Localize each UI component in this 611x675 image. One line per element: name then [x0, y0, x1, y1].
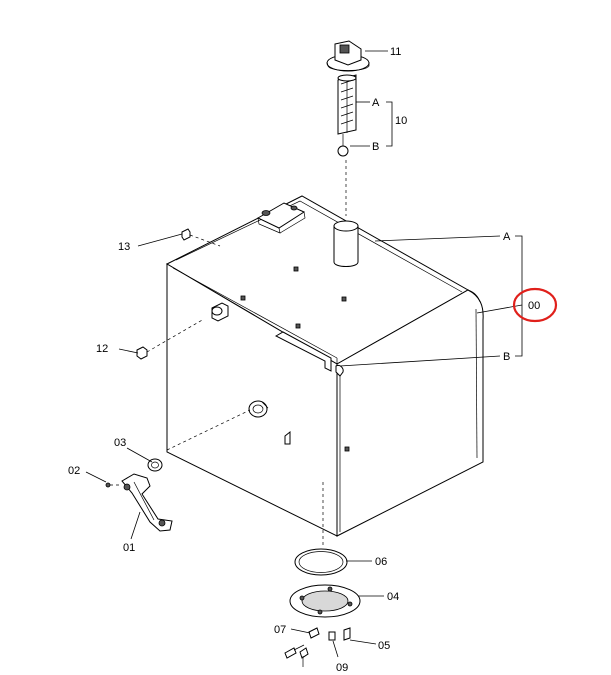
drain-port: [248, 400, 269, 418]
fuel-tank: [165, 195, 484, 537]
part-02-bolt: [105, 482, 120, 488]
part-13-plug: [181, 228, 221, 247]
breather-boss: [211, 302, 229, 322]
callout-10: 10: [395, 115, 407, 127]
callout-02: 02: [68, 465, 80, 477]
part-04-flange-plate: [289, 584, 361, 618]
ref-a-tank: A: [503, 231, 511, 243]
fuel-gauge-cap: [326, 40, 370, 72]
filler-neck: [333, 220, 359, 267]
top-bracket: [256, 202, 306, 234]
ref-a-gauge: A: [372, 97, 380, 109]
highlight-circle: [512, 287, 558, 323]
part-07-hose-fitting: [284, 627, 320, 659]
callout-05: 05: [378, 640, 390, 652]
callout-00: 00: [528, 300, 540, 312]
callout-13: 13: [118, 241, 130, 253]
callout-04: 04: [387, 591, 399, 603]
part-12-fitting: [136, 318, 205, 360]
fuel-sender-float: [337, 74, 357, 157]
part-09-nipple: [299, 631, 336, 667]
callout-07: 07: [274, 624, 286, 636]
ref-b-tank: B: [503, 351, 510, 363]
callout-09: 09: [336, 662, 348, 674]
tank-top-bosses: [240, 266, 350, 452]
part-06-o-ring: [294, 548, 348, 576]
ref-b-gauge: B: [372, 141, 379, 153]
part-01-bracket: [121, 473, 173, 532]
callout-11: 11: [390, 46, 401, 58]
callout-01: 01: [123, 542, 135, 554]
callout-12: 12: [96, 343, 108, 355]
callout-06: 06: [375, 556, 387, 568]
leader-lines: [85, 50, 523, 658]
part-05-screw: [343, 627, 351, 641]
callout-03: 03: [114, 437, 126, 449]
side-strap: [274, 331, 332, 372]
